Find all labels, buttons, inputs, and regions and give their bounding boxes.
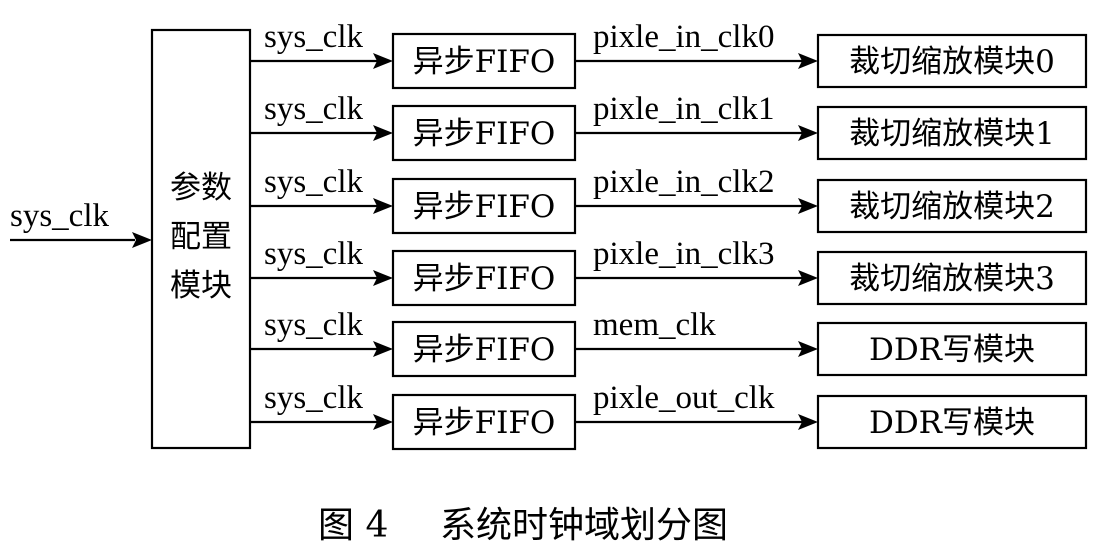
sys-clk-label: sys_clk [264, 164, 364, 200]
out-clock-arrowhead [798, 53, 818, 69]
clock-domain-row: sys_clk 异步FIFO pixle_in_clk3 裁切缩放模块3 [250, 236, 1088, 307]
sys-clk-arrowhead [373, 414, 393, 430]
target-module-box [816, 178, 1088, 234]
out-clock-arrowhead [798, 125, 818, 141]
out-clock-label: mem_clk [593, 307, 716, 343]
out-clock-arrowhead [798, 270, 818, 286]
async-fifo-label: 异步FIFO [413, 332, 556, 368]
config-module: 参数 配置 模块 [150, 28, 252, 450]
input-signal: sys_clk [10, 198, 152, 248]
out-clock-arrowhead [798, 414, 818, 430]
target-module-label: 裁切缩放模块0 [849, 44, 1055, 80]
figure-number: 图 4 [318, 505, 388, 546]
target-module-box [816, 105, 1088, 161]
async-fifo-box [391, 249, 577, 307]
sys-clk-arrowhead [373, 270, 393, 286]
out-clock-label: pixle_in_clk1 [593, 91, 774, 127]
config-module-line-1: 参数 [170, 170, 232, 206]
async-fifo-box [391, 177, 577, 235]
sys-clk-label: sys_clk [264, 380, 364, 416]
out-clock-label: pixle_in_clk0 [593, 19, 774, 55]
sys-clk-arrowhead [373, 53, 393, 69]
figure-title: 系统时钟域划分图 [440, 505, 728, 546]
clock-domain-rows: sys_clk异步FIFOpixle_in_clk0裁切缩放模块0sys_clk… [250, 19, 1088, 451]
target-module-label: 裁切缩放模块1 [849, 116, 1055, 152]
out-clock-label: pixle_out_clk [593, 380, 775, 416]
sys-clk-arrowhead [373, 125, 393, 141]
target-module-box [816, 321, 1088, 377]
config-module-line-2: 配置 [170, 219, 232, 255]
target-module-box [816, 250, 1088, 306]
async-fifo-label: 异步FIFO [413, 405, 556, 441]
config-module-line-3: 模块 [170, 268, 232, 304]
sys-clk-label: sys_clk [264, 307, 364, 343]
target-module-label: 裁切缩放模块2 [849, 189, 1055, 225]
target-module-label: DDR写模块 [869, 405, 1035, 441]
target-module-label: DDR写模块 [869, 332, 1035, 368]
sys-clk-arrowhead [373, 341, 393, 357]
target-module-label: 裁切缩放模块3 [849, 261, 1055, 297]
async-fifo-box [391, 32, 577, 90]
target-module-box [816, 394, 1088, 450]
target-module-box [816, 33, 1088, 89]
out-clock-label: pixle_in_clk3 [593, 236, 774, 272]
clock-domain-row: sys_clk 异步FIFO pixle_in_clk2 裁切缩放模块2 [250, 164, 1088, 235]
clock-domain-row: sys_clk 异步FIFO pixle_in_clk1 裁切缩放模块1 [250, 91, 1088, 162]
out-clock-arrowhead [798, 198, 818, 214]
async-fifo-box [391, 320, 577, 378]
config-module-box [150, 28, 252, 450]
out-clock-label: pixle_in_clk2 [593, 164, 774, 200]
async-fifo-label: 异步FIFO [413, 261, 556, 297]
async-fifo-label: 异步FIFO [413, 116, 556, 152]
sys-clk-label: sys_clk [264, 19, 364, 55]
async-fifo-label: 异步FIFO [413, 189, 556, 225]
sys-clk-label: sys_clk [264, 236, 364, 272]
sys-clk-label: sys_clk [264, 91, 364, 127]
sys-clk-arrowhead [373, 198, 393, 214]
async-fifo-label: 异步FIFO [413, 44, 556, 80]
figure-caption: 图 4 系统时钟域划分图 [318, 505, 728, 546]
input-signal-label: sys_clk [10, 198, 110, 234]
input-signal-arrowhead [132, 232, 152, 248]
async-fifo-box [391, 393, 577, 451]
out-clock-arrowhead [798, 341, 818, 357]
clock-domain-row: sys_clk 异步FIFO pixle_in_clk0 裁切缩放模块0 [250, 19, 1088, 90]
